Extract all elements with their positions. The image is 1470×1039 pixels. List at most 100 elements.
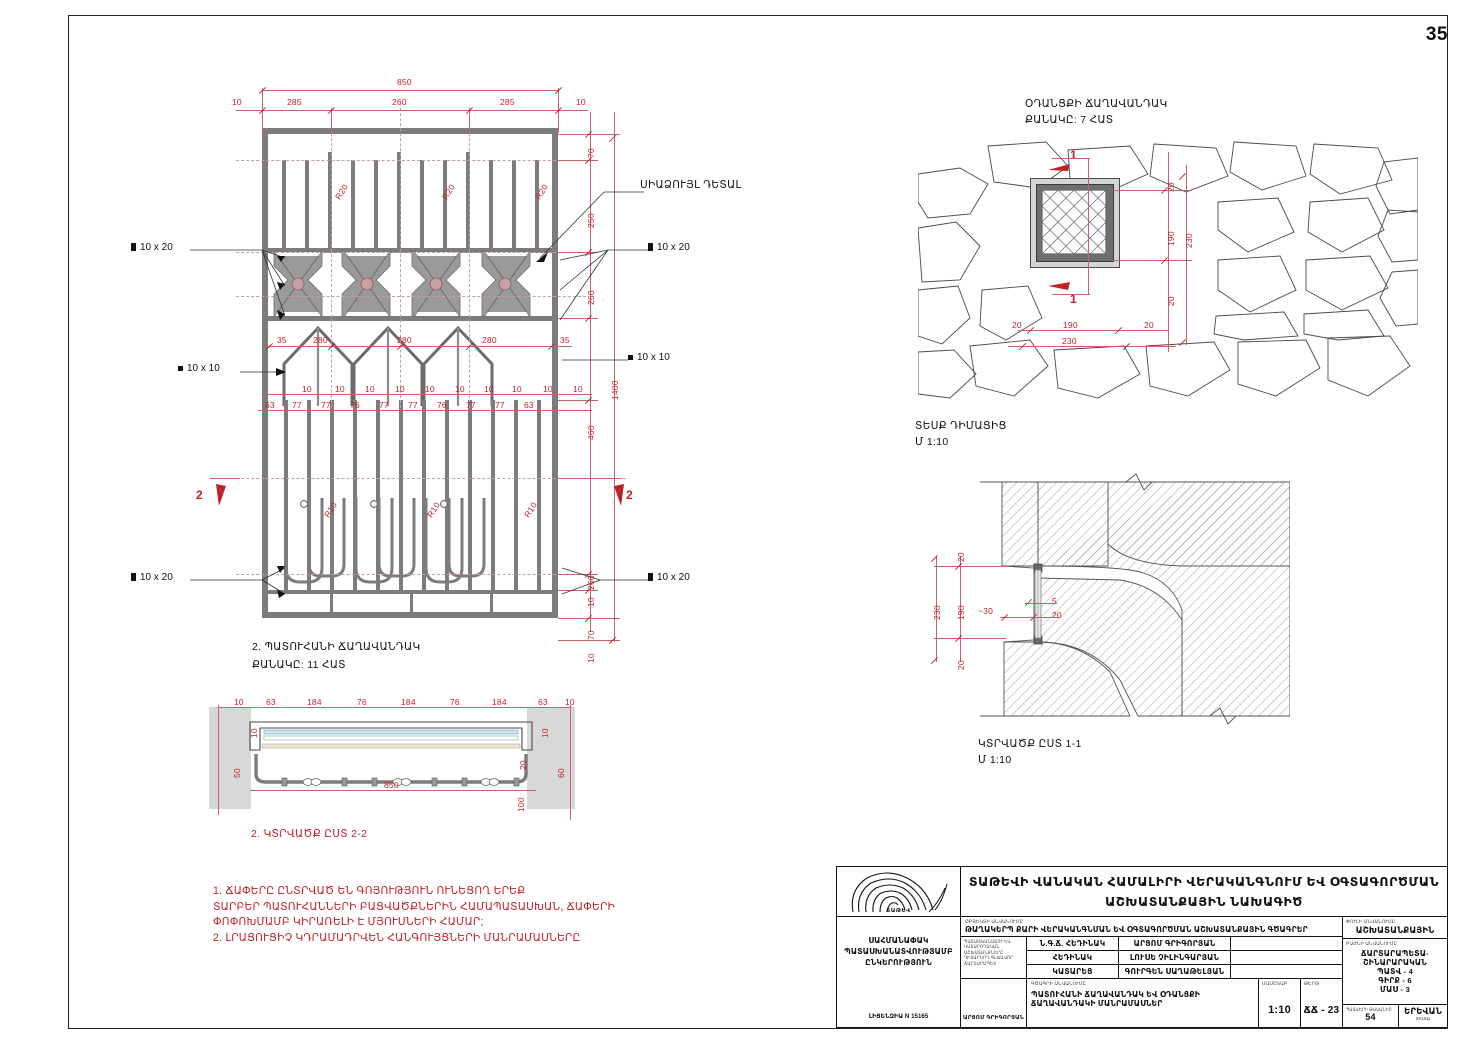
picket (374, 160, 378, 252)
axis-line (469, 108, 470, 408)
vent-plan-caption: ՏԵՍՔ ԴԻՄԱՑԻՑ (915, 420, 1007, 432)
picket-lower (514, 400, 518, 590)
dim-10-right: 10 (576, 97, 586, 107)
picket-lower (445, 400, 449, 590)
leader-10x20-lower-left: 10 x 20 (131, 572, 173, 583)
bullet-icon (131, 243, 136, 251)
main-title-line1: ՏԱԹԵՎԻ ՎԱՆԱԿԱՆ ՀԱՄԱԼԻՐԻ ՎԵՐԱԿԱՆԳՆՈՒՄ ԵՎ … (968, 875, 1440, 889)
dim11-190: 190 (956, 605, 966, 620)
section-1-1-drawing: 20 230 190 20 ~30 5 20 ԿՏՐՎԱԾՔ ԸՍՏ 1-1 Մ… (900, 470, 1320, 770)
picket (328, 152, 332, 252)
role-cell-1: Ն.Գ.Ճ. ՀԵԴԻՆԱԿ (1027, 937, 1119, 951)
dim-285-b: 285 (500, 97, 515, 107)
dim11-20-b: 20 (956, 660, 966, 670)
dimplan-190-v: 190 (1166, 231, 1176, 246)
dim-line-chain (258, 410, 592, 411)
grille-rail-upper (262, 248, 558, 253)
axis-line (236, 252, 586, 253)
dim-280-b: 280 (397, 335, 412, 345)
section-1-1-scale: Մ 1:10 (978, 754, 1012, 766)
dim-10-s4: 10 (395, 384, 405, 394)
section-caption: ԲԱԺՆԻ ԱՆՎԱՆՈՒՄԸ (1346, 941, 1398, 946)
dimplan-20-r: 20 (1144, 320, 1154, 330)
dim-76-a: 76 (350, 400, 360, 410)
dim-ext (570, 705, 571, 820)
page-number: 35 (1425, 24, 1448, 45)
dim-10-s9: 10 (543, 384, 553, 394)
window-grille-drawing: 850 10 285 260 285 10 70 250 260 460 260 (0, 0, 741, 680)
section-cut-line-1 (1088, 158, 1089, 294)
note-line-1: 1. ՃԱՓԵՐԸ ԸՆՏՐՎԱԾ ԵՆ ԳՈՅՈՒԹՅՈՒՆ ՈՒՆԵՑՈՂ … (213, 885, 526, 897)
name-cell-1: ԱՐՑՈՄ ԳՐԻԳՈՐՅԱՆ (1119, 937, 1231, 951)
drawing-caption: ԳԾԱԳՐԻ ԱՆՎԱՆՈՒՄԸ (1031, 981, 1087, 986)
year: 2018թ (1415, 1016, 1431, 1021)
sheet-value: ՃՃ - 23 (1303, 1005, 1340, 1016)
general-notes: 1. ՃԱՓԵՐԸ ԸՆՏՐՎԱԾ ԵՆ ԳՈՅՈՒԹՅՈՒՆ ՈՒՆԵՑՈՂ … (213, 884, 615, 946)
picket-lower (399, 400, 403, 590)
dim-ext (558, 88, 559, 133)
section-line-2: ՇԻՆԱՐԱՐԱԿԱՆ (1363, 958, 1427, 967)
section-line-5: ՄԱՍ - 3 (1379, 985, 1411, 994)
section-cut-line-1-top (1052, 158, 1090, 159)
wall-left (209, 707, 251, 809)
picket (305, 160, 309, 252)
dim-ext (558, 318, 598, 319)
stage-caption: ՓՈՒԼԻ ԱՆՎԱՆՈՒՄԸ (1346, 919, 1396, 924)
drawing-name-1: ՊԱՏՈՒՀԱՆԻ ՃԱՂԱՎԱՆԴԱԿ ԵՎ ՕԴԱՆՑՔԻ (1031, 990, 1200, 999)
leader-10x10-right: 10 x 10 (628, 352, 670, 363)
dim22-right-60: 60 (556, 768, 566, 778)
main-title-line2: ԱՇԽԱՏԱՆՔԱՅԻՆ ՆԱԽԱԳԻԾ (1105, 895, 1303, 909)
dim-ext (934, 638, 1006, 639)
sheet-cell: ԹԵՐԹ ՃՃ - 23 (1301, 979, 1343, 1027)
axis-line (236, 574, 586, 575)
role-cell-3: ԿԱՏԱՐԵՑ (1027, 965, 1119, 979)
picket (397, 152, 401, 252)
name-cell-3: ԳՈՒՐԳԵՆ ՍԱՂԱԹԵԼՅԱՆ (1119, 965, 1231, 979)
dim-35-left: 35 (277, 335, 287, 345)
dimplan-20-l: 20 (1012, 320, 1022, 330)
company-name: ՍԱՀՄԱՆԱՓԱԿ ՊԱՏԱՍԽԱՆԱՏՎՈՒԹՅԱՄԲ ԸՆԿԵՐՈՒԹՅՈ… (844, 936, 953, 967)
roles-caption-cell: ՊԱՏԱՍԽԱՆԱՏՈՒ ԵՎ ԿԱՏԱՐՈՂԱԿԱՆ ԱՇԽԱՏԱՆՔՆԵՐԸ… (961, 937, 1027, 979)
dim-70-top: 70 (586, 148, 596, 158)
picket (489, 160, 493, 252)
logo-text: ՏԱԹԵՎ (886, 908, 911, 914)
author-signature: ԱՐՑՈՄ ԳՐԻԳՈՐՅԱՆ (963, 1015, 1024, 1021)
dim-10-bottom: 10 (586, 653, 596, 663)
vent-plan-scale: Մ 1:10 (915, 436, 949, 448)
roles-caption: ՊԱՏԱՍԽԱՆԱՏՈՒ ԵՎ ԿԱՏԱՐՈՂԱԿԱՆ ԱՇԽԱՏԱՆՔՆԵՐԸ… (964, 939, 1014, 966)
project-stage-info: ՓՈՒԼԻ ԱՆՎԱՆՈՒՄԸ ԱՇԽԱՏԱՆՔԱՅԻՆ ԲԱԺՆԻ ԱՆՎԱՆ… (1343, 917, 1447, 1027)
bottom-divider (410, 590, 413, 616)
dim-280-c: 280 (482, 335, 497, 345)
window-grille-title: 2. ՊԱՏՈՒՀԱՆԻ ՃԱՂԱՎԱՆԴԱԿ (252, 641, 421, 653)
loop-band (284, 498, 486, 584)
dim-line-right-inner (590, 112, 591, 632)
section-1-1-geometry (980, 473, 1290, 725)
picket-lower (307, 400, 311, 590)
scale-caption: ՄԱՍՇՏԱԲ (1262, 981, 1288, 986)
dim-ext (558, 478, 620, 479)
dim22-right-100: 100 (516, 797, 526, 812)
dim-10-s2: 10 (335, 384, 345, 394)
dim22-76-a: 76 (357, 697, 367, 707)
axis-line (400, 108, 401, 408)
grille-frame-top (262, 128, 558, 134)
dim22-184-c: 184 (492, 697, 507, 707)
dim-10-s5: 10 (425, 384, 435, 394)
dim-ext (331, 108, 332, 133)
section-2-2-drawing: 10 63 184 76 184 76 184 63 10 850 10 50 … (0, 690, 620, 850)
axis-line (236, 160, 586, 161)
dim-10-s3: 10 (365, 384, 375, 394)
picket (443, 160, 447, 252)
dim-ext (262, 88, 263, 133)
dim-ext (558, 618, 620, 619)
vent-plan-drawing: ՕԴԱՆՑՔԻ ՃԱՂԱՎԱՆԴԱԿ ՔԱՆԱԿԸ: 7 ՀԱՏ (900, 90, 1440, 450)
dim-ext (469, 108, 470, 133)
dim-line-top-inner (236, 110, 588, 111)
dim-ext (558, 252, 598, 253)
picket (351, 160, 355, 252)
stage-value: ԱՇԽԱՏԱՆՔԱՅԻՆ (1355, 925, 1435, 935)
dim-10-s1: 10 (302, 384, 312, 394)
dim-ext (1000, 617, 1058, 618)
detail-label-siadzuyl: ՍԻԱՁՈՒՅԼ ԴԵՏԱԼ (640, 179, 742, 191)
